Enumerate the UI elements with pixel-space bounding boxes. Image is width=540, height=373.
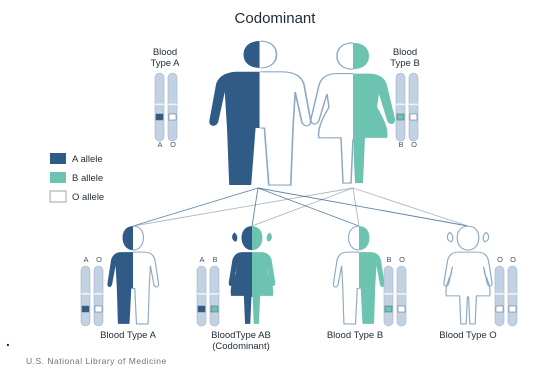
parent-b-chromosome-1 xyxy=(396,73,405,141)
child-o-centromere-1 xyxy=(495,293,504,295)
child-ab-centromere-1 xyxy=(197,293,206,295)
legend: A allele B allele O allele xyxy=(50,153,104,203)
parent-a-label-line2: Type A xyxy=(150,58,180,69)
parent-a-allele-1: A xyxy=(157,140,162,149)
child-ab-centromere-2 xyxy=(210,293,219,295)
child-ab-sublabel: (Codominant) xyxy=(212,341,270,352)
child-b-allele-1: B xyxy=(386,255,391,264)
child-o-chromosomes xyxy=(495,266,517,326)
child-type-a xyxy=(107,226,158,324)
child-b-centromere-1 xyxy=(384,293,393,295)
inheritance-lines xyxy=(133,188,468,226)
child-o-centromere-2 xyxy=(508,293,517,295)
parent-b-label-line2: Type B xyxy=(390,58,420,69)
parent-b-label-line1: Blood xyxy=(393,47,417,58)
line-mother-child-2 xyxy=(252,188,353,226)
legend-label-a: A allele xyxy=(72,154,103,165)
child-a-allele-2: O xyxy=(96,255,102,264)
parent-b-chromosome-2 xyxy=(409,73,418,141)
parent-mother xyxy=(311,43,395,183)
child-type-ab xyxy=(229,226,276,324)
line-mother-child-1 xyxy=(133,188,353,226)
parent-b-allele-1: B xyxy=(398,140,403,149)
parent-a-centromere-2 xyxy=(168,104,177,106)
parent-b-band-2 xyxy=(410,114,417,120)
child-b-chromosome-2 xyxy=(397,266,406,326)
child-o-chromosome-2 xyxy=(508,266,517,326)
child-ab-band-1 xyxy=(198,306,205,312)
parent-b-allele-2: O xyxy=(411,140,417,149)
parent-a-allele-2: O xyxy=(170,140,176,149)
child-ab-allele-1: A xyxy=(199,255,204,264)
legend-label-b: B allele xyxy=(72,173,103,184)
footer-credit: U.S. National Library of Medicine xyxy=(26,356,167,366)
child-a-band-1 xyxy=(82,306,89,312)
child-o-label: Blood Type O xyxy=(439,330,496,341)
line-mother-child-3 xyxy=(353,188,359,226)
legend-swatch-b xyxy=(50,172,66,183)
child-o-band-1 xyxy=(496,306,503,312)
legend-swatch-a xyxy=(50,153,66,164)
child-a-chromosome-2 xyxy=(94,266,103,326)
parent-a-band-1 xyxy=(156,114,163,120)
child-b-chromosomes xyxy=(384,266,406,326)
child-b-centromere-2 xyxy=(397,293,406,295)
child-ab-chromosomes xyxy=(197,266,219,326)
child-ab-chromosome-2 xyxy=(210,266,219,326)
parent-a-chromosome-1 xyxy=(155,73,164,141)
child-o-band-2 xyxy=(509,306,516,312)
parent-father xyxy=(209,40,310,187)
footer-bullet: . xyxy=(6,333,10,349)
line-father-child-1 xyxy=(133,188,258,226)
legend-label-o: O allele xyxy=(72,192,104,203)
parent-b-centromere-1 xyxy=(396,104,405,106)
parent-a-label-line1: Blood xyxy=(153,47,177,58)
parent-a-band-2 xyxy=(169,114,176,120)
child-ab-allele-2: B xyxy=(212,255,217,264)
child-type-o xyxy=(444,226,492,324)
child-b-band-2 xyxy=(398,306,405,312)
child-o-allele-2: O xyxy=(510,255,516,264)
child-b-allele-2: O xyxy=(399,255,405,264)
child-o-allele-1: O xyxy=(497,255,503,264)
parent-b-band-1 xyxy=(397,114,404,120)
legend-swatch-o xyxy=(50,191,66,202)
parent-b-chromosomes xyxy=(396,73,418,141)
line-father-child-2 xyxy=(252,188,258,226)
parent-a-centromere-1 xyxy=(155,104,164,106)
child-ab-chromosome-1 xyxy=(197,266,206,326)
parent-a-chromosome-2 xyxy=(168,73,177,141)
child-b-label: Blood Type B xyxy=(327,330,383,341)
child-a-band-2 xyxy=(95,306,102,312)
child-type-b xyxy=(333,226,384,324)
child-ab-band-2 xyxy=(211,306,218,312)
child-a-centromere-2 xyxy=(94,293,103,295)
line-father-child-4 xyxy=(258,188,468,226)
child-b-band-1 xyxy=(385,306,392,312)
child-ab-label: BloodType AB xyxy=(211,330,271,341)
child-a-chromosome-1 xyxy=(81,266,90,326)
child-a-chromosomes xyxy=(81,266,103,326)
line-father-child-3 xyxy=(258,188,359,226)
diagram-title: Codominant xyxy=(235,10,317,27)
child-a-label: Blood Type A xyxy=(100,330,156,341)
child-a-allele-1: A xyxy=(83,255,88,264)
parent-b-centromere-2 xyxy=(409,104,418,106)
child-a-centromere-1 xyxy=(81,293,90,295)
child-o-chromosome-1 xyxy=(495,266,504,326)
parent-a-chromosomes xyxy=(155,73,177,141)
child-b-chromosome-1 xyxy=(384,266,393,326)
line-mother-child-4 xyxy=(353,188,468,226)
